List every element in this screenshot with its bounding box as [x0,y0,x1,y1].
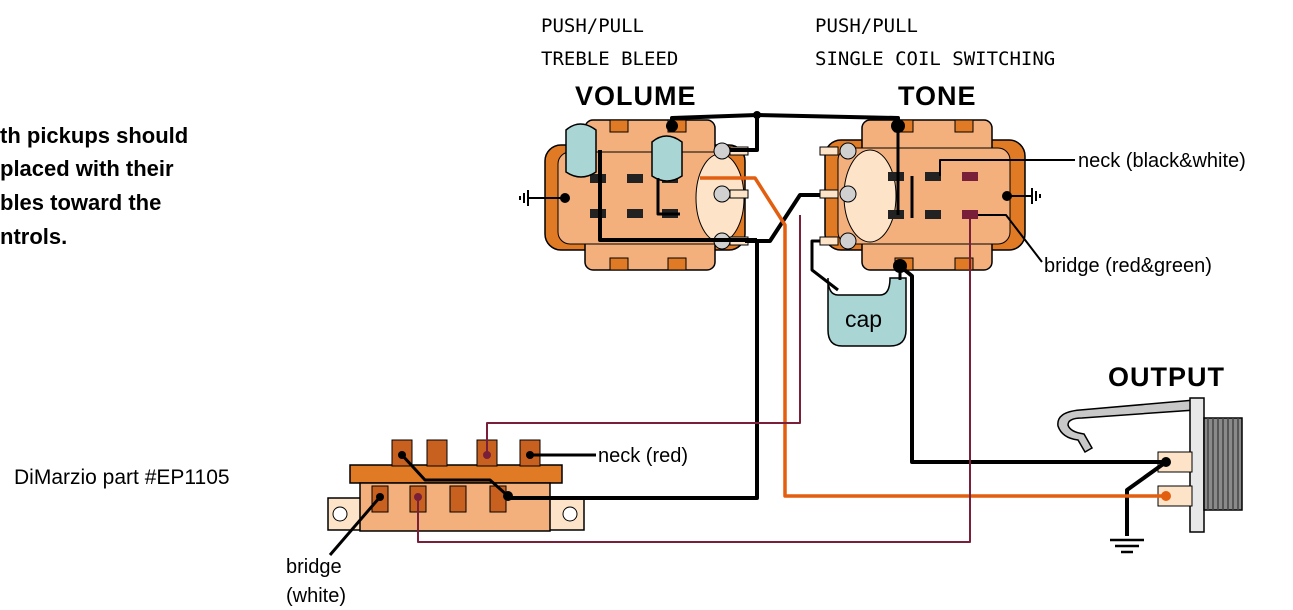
bridge-white-label-line2: (white) [286,585,346,607]
cap-label: cap [845,306,882,332]
black-wire-part-crossover [400,453,509,498]
black-wire-volume-to-part [508,240,759,500]
note-line-2: placed with their [0,156,174,181]
wiring [328,113,1168,556]
tone-ground-symbol [1010,188,1041,204]
neck-red-label: neck (red) [598,445,688,467]
black-wire-cap-left [810,239,839,292]
output-title: OUTPUT [1108,362,1225,392]
black-wire-volume-to-tone [745,193,820,243]
bridge-red-green-label: bridge (red&green) [1044,255,1212,277]
tone-pot [819,119,1026,271]
maroon-wire-bridge [417,215,971,543]
volume-ground-symbol [519,190,562,206]
tone-caption-line1: PUSH/PULL [815,15,918,37]
black-wire-volume-inner [598,150,757,242]
volume-title: VOLUME [575,81,697,111]
volume-caption-line1: PUSH/PULL [541,15,644,37]
bridge-red-green-leader [978,214,1043,263]
note-line-4: ntrols. [0,224,67,249]
pickup-placement-note: th pickups should placed with their bles… [0,123,188,249]
dimarzio-part [327,439,585,532]
black-wire-volume-lug-down [730,115,759,152]
solder-points [666,111,907,273]
bridge-white-label-line1: bridge [286,556,342,578]
neck-black-white-label: neck (black&white) [1078,150,1246,172]
volume-caption-line2: TREBLE BLEED [541,48,678,70]
part-number-label: DiMarzio part #EP1105 [14,466,230,489]
neck-black-white-leader [939,159,1075,176]
maroon-wire-neck [486,215,801,455]
output-jack [1057,397,1243,533]
tone-capacitor: cap [827,277,907,347]
black-wire-jack-ground [1125,460,1168,536]
output-ground-symbol [1110,538,1144,554]
tone-caption-line2: SINGLE COIL SWITCHING [815,48,1055,70]
black-wire-volume-inner2 [656,178,680,216]
note-line-3: bles toward the [0,190,161,215]
orange-wire-volume-to-jack [700,176,1166,498]
tone-title: TONE [898,81,977,111]
volume-pot [544,119,749,271]
black-wire-tone-to-jack [898,264,1166,464]
note-line-1: th pickups should [0,123,188,148]
bridge-white-leader [328,496,382,556]
